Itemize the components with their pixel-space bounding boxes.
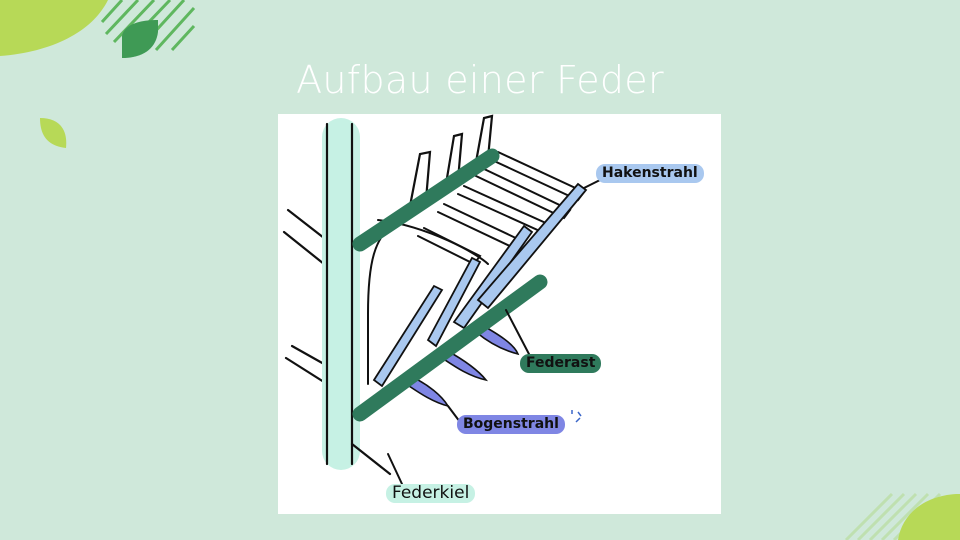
upper-barbules — [408, 114, 494, 208]
label-bogenstrahl: Bogenstrahl — [457, 415, 565, 434]
label-federast: Federast — [520, 354, 602, 373]
label-federkiel: Federkiel — [386, 484, 476, 503]
hakenstrahl-bars — [372, 182, 588, 388]
feather-diagram-drawing — [282, 114, 601, 485]
small-leaf-icon — [40, 118, 67, 148]
sparkle-icon — [571, 410, 582, 423]
upper-federast — [352, 148, 500, 252]
left-barbs — [282, 208, 326, 384]
feather-diagram: Hakenstrahl Federast Bogenstrahl Federki… — [278, 114, 721, 514]
label-hakenstrahl: Hakenstrahl — [596, 164, 704, 183]
shaft-outline — [325, 122, 392, 476]
corner-leaf-decoration-bottom-right — [844, 492, 960, 540]
lower-federast — [352, 274, 548, 422]
bogenstrahl-barbules — [404, 322, 520, 408]
corner-leaf-decoration-top-left — [0, 0, 196, 58]
federkiel-shaft — [322, 118, 360, 470]
slide-title: Aufbau einer Feder — [296, 58, 664, 102]
